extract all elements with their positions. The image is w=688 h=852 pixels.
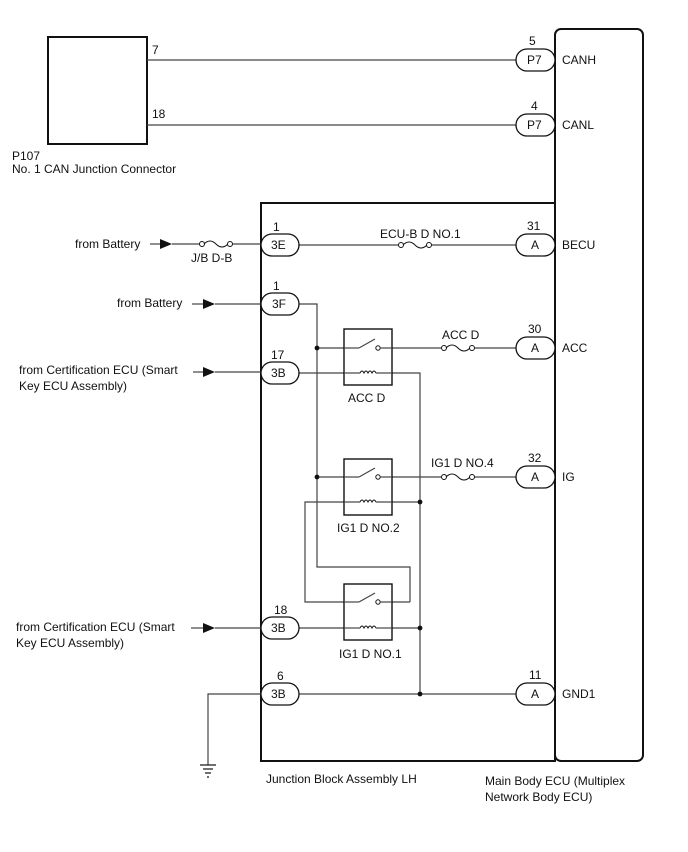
ecu-pin-acc-conn: A — [531, 341, 539, 355]
relay-ig1-no1 — [343, 583, 393, 641]
from-cert-ecu-2-line1: from Certification ECU (Smart — [16, 620, 175, 634]
ecu-name-line1: Main Body ECU (Multiplex — [485, 774, 625, 788]
ecu-pin-becu-conn: A — [531, 238, 539, 252]
ecu-signal-canl: CANL — [562, 118, 594, 132]
ecu-pin-canh-conn: P7 — [527, 53, 542, 67]
fuse-jb-label: J/B D-B — [191, 251, 232, 265]
ecu-signal-acc: ACC — [562, 341, 588, 355]
junction-block-box — [260, 202, 556, 762]
from-cert-ecu-1-line1: from Certification ECU (Smart — [19, 363, 178, 377]
ecu-pin-becu-num: 31 — [527, 219, 541, 233]
fuse-ig1-label: IG1 D NO.4 — [431, 456, 494, 470]
ecu-pin-ig-conn: A — [531, 470, 539, 484]
jb-pin-3b6-conn: 3B — [271, 687, 286, 701]
p107-code: P107 — [12, 149, 40, 163]
jb-connector-3b-18: 18 3B — [260, 603, 300, 640]
jb-connector-3b-6: 6 3B — [260, 669, 300, 706]
p107-connector-box — [47, 36, 148, 145]
from-battery-1: from Battery — [75, 237, 140, 251]
from-cert-ecu-1-line2: Key ECU Assembly) — [19, 379, 127, 393]
ecu-pin-gnd1-conn: A — [531, 687, 539, 701]
main-body-ecu-box — [554, 28, 644, 762]
ecu-pin-acc-num: 30 — [528, 322, 542, 336]
jb-pin-3f-conn: 3F — [272, 297, 286, 311]
jb-pin-3f-num: 1 — [273, 279, 280, 293]
jb-pin-3e-conn: 3E — [271, 238, 286, 252]
jb-connector-3b-17: 17 3B — [260, 348, 300, 385]
junction-dot — [314, 345, 320, 351]
relay-acc-label: ACC D — [348, 391, 386, 405]
ecu-pin-ig-num: 32 — [528, 451, 542, 465]
ecu-name-line2: Network Body ECU) — [485, 790, 592, 804]
junction-dot — [417, 625, 423, 631]
from-battery-2: from Battery — [117, 296, 182, 310]
ecu-signal-gnd1: GND1 — [562, 687, 596, 701]
jb-connector-3f: 1 3F — [260, 279, 300, 316]
ecu-connector-ig: 32 A IG — [515, 451, 575, 489]
relay-ig1-no1-label: IG1 D NO.1 — [339, 647, 402, 661]
arrow-icon — [203, 367, 215, 377]
p107-pin-canh: 7 — [152, 43, 159, 57]
junction-block-name: Junction Block Assembly LH — [266, 772, 417, 786]
fuse-ecu-b-label: ECU-B D NO.1 — [380, 227, 461, 241]
from-cert-ecu-2-line2: Key ECU Assembly) — [16, 636, 124, 650]
battery-feed-wire — [299, 303, 411, 602]
ecu-connector-becu: 31 A BECU — [515, 219, 595, 257]
relay-ig1-no2 — [343, 458, 393, 516]
junction-dot — [417, 499, 423, 505]
ground-wire — [207, 693, 261, 765]
p107-name: No. 1 CAN Junction Connector — [12, 162, 176, 176]
acc-coil-ground — [392, 372, 421, 694]
fuse-acc — [441, 344, 475, 352]
ecu-signal-ig: IG — [562, 470, 575, 484]
ecu-signal-canh: CANH — [562, 53, 596, 67]
ecu-pin-canh-num: 5 — [529, 34, 536, 48]
fuse-ig1 — [441, 473, 475, 481]
ecu-connector-gnd1: 11 A GND1 — [515, 668, 596, 706]
ground-icon — [200, 764, 216, 778]
relay-acc-d — [343, 328, 393, 386]
ecu-pin-canl-num: 4 — [531, 99, 538, 113]
fuse-ecu-b — [398, 241, 432, 249]
jb-pin-3b6-num: 6 — [277, 669, 284, 683]
jb-pin-3b17-conn: 3B — [271, 366, 286, 380]
ecu-signal-becu: BECU — [562, 238, 595, 252]
ecu-connector-canh: 5 P7 CANH — [515, 34, 596, 72]
relay-ig1-no2-label: IG1 D NO.2 — [337, 521, 400, 535]
ecu-connector-canl: 4 P7 CANL — [515, 99, 594, 137]
ecu-connector-acc: 30 A ACC — [515, 322, 588, 360]
junction-dot — [417, 691, 423, 697]
jb-pin-3e-num: 1 — [273, 220, 280, 234]
ecu-pin-canl-conn: P7 — [527, 118, 542, 132]
arrow-icon — [160, 239, 172, 249]
ig2-coil-link — [304, 501, 344, 603]
junction-dot — [314, 474, 320, 480]
p107-pin-canl: 18 — [152, 107, 166, 121]
jb-pin-3b18-num: 18 — [274, 603, 288, 617]
jb-connector-3e: 1 3E — [260, 220, 300, 257]
jb-pin-3b18-conn: 3B — [271, 621, 286, 635]
arrow-icon — [203, 623, 215, 633]
arrow-icon — [203, 299, 215, 309]
fuse-acc-label: ACC D — [442, 328, 480, 342]
fuse-jb-d-b — [199, 240, 233, 248]
jb-pin-3b17-num: 17 — [271, 348, 285, 362]
ecu-pin-gnd1-num: 11 — [529, 668, 542, 682]
